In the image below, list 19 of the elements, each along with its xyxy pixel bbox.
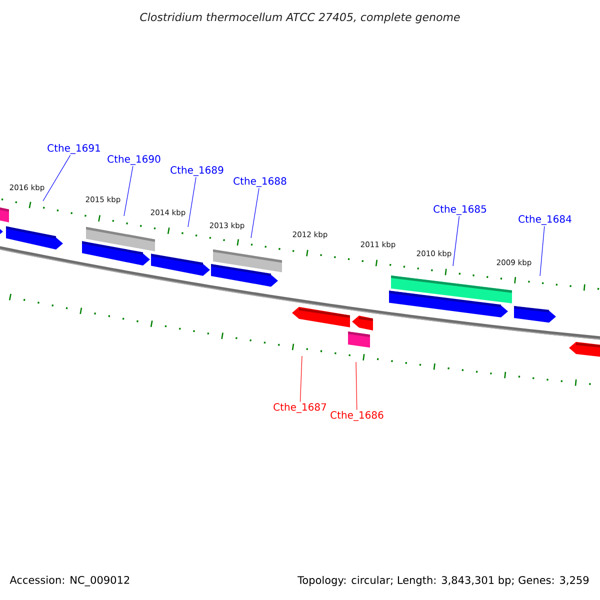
gene-label: Cthe_1689	[170, 166, 224, 176]
leader-line	[300, 356, 302, 402]
title: Clostridium thermocellum ATCC 27405, complete genome	[140, 12, 460, 24]
gene-label: Cthe_1686	[330, 411, 384, 421]
gene-label: Cthe_1684	[518, 215, 572, 225]
leader-line	[540, 226, 545, 276]
gene-label: Cthe_1691	[48, 144, 100, 154]
leader-line	[42, 154, 71, 202]
leader-line	[124, 166, 134, 216]
leader-line	[356, 362, 358, 410]
gene-label: Cthe_1690	[108, 155, 160, 165]
gene-label: Cthe_1688	[234, 177, 286, 187]
leader-line	[250, 188, 260, 238]
gene-label: Cthe_1685	[434, 205, 486, 215]
leader-line	[452, 216, 460, 266]
footer-text: Topology: circular; Length: 3,843,301 bp; Genes: 3,259	[298, 576, 589, 586]
gene-label: Cthe_1687	[274, 403, 326, 413]
footer-text: Accession: NC_009012	[10, 576, 130, 586]
leader-line	[188, 176, 196, 228]
